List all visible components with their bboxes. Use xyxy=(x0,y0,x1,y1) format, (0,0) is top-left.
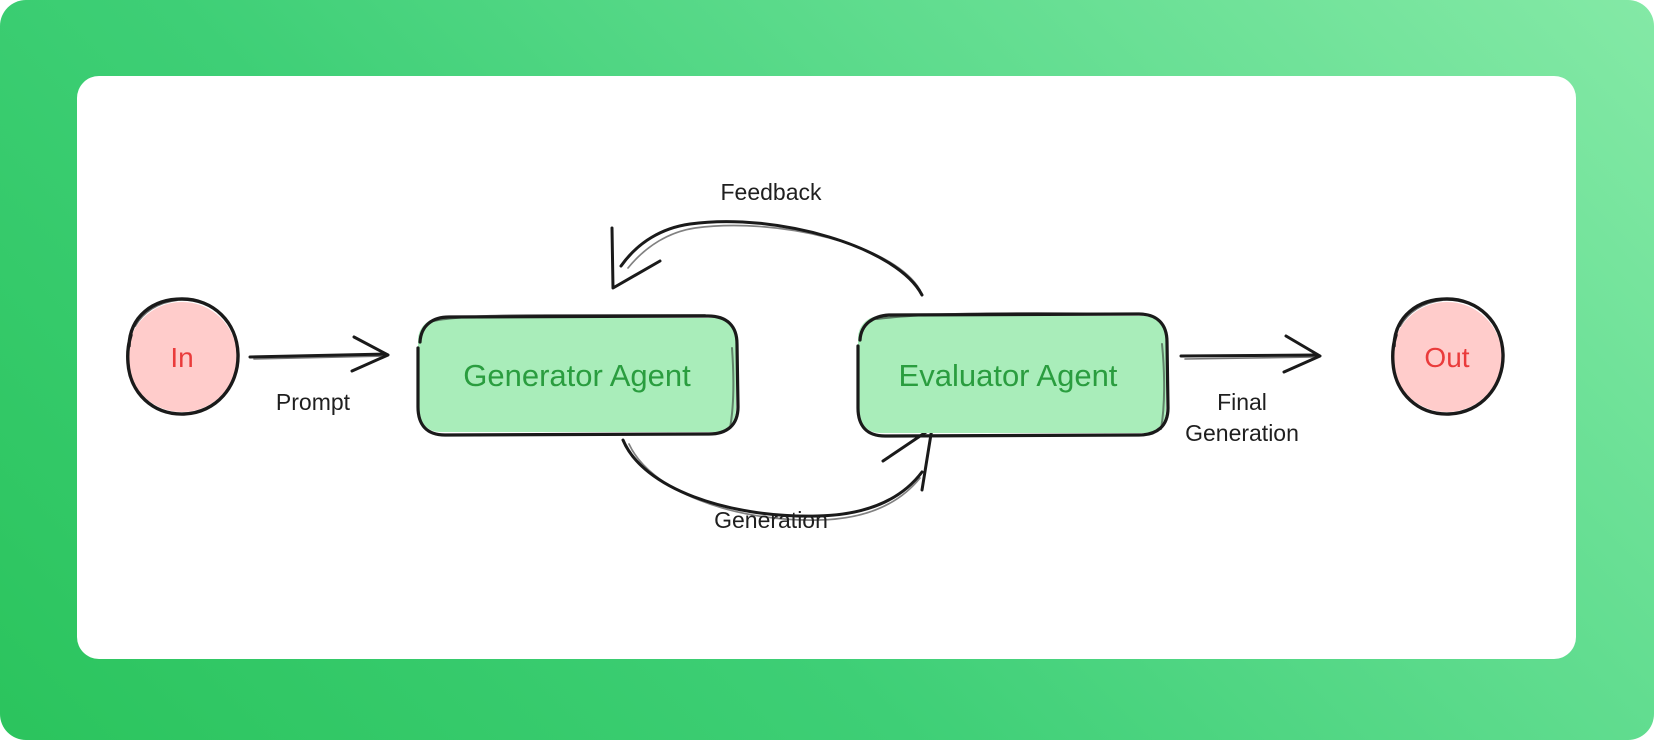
edge-label-prompt: Prompt xyxy=(276,389,351,415)
edge-label-final-line2: Generation xyxy=(1185,420,1299,446)
edge-in-to-generator-line-sketch xyxy=(253,355,384,360)
edge-evaluator-to-out: Final Generation xyxy=(1179,334,1322,446)
edge-feedback-arrowhead xyxy=(610,226,662,290)
node-evaluator-outline-sketch-right xyxy=(1160,343,1166,430)
node-generator[interactable]: Generator Agent xyxy=(416,314,740,437)
flowchart-diagram: In Prompt Generator Agent xyxy=(77,76,1576,659)
edge-generation-curve xyxy=(621,438,924,518)
edge-in-to-generator-arrowhead xyxy=(350,335,390,373)
node-evaluator-shape xyxy=(858,316,1166,433)
node-generator-label: Generator Agent xyxy=(463,358,691,393)
edge-generation-curve-sketch xyxy=(628,443,921,521)
node-generator-outline-sketch-top xyxy=(432,314,706,322)
node-out-label: Out xyxy=(1424,342,1469,373)
node-in-outline-sketch xyxy=(133,298,179,328)
node-out-outline-sketch xyxy=(1398,298,1444,328)
edge-in-to-generator: Prompt xyxy=(248,335,390,415)
edge-in-to-generator-line xyxy=(248,352,387,359)
edge-label-generation: Generation xyxy=(714,507,828,533)
edge-evaluator-to-generator: Feedback xyxy=(610,179,924,297)
node-out[interactable]: Out xyxy=(1391,297,1505,416)
edge-evaluator-to-out-arrowhead xyxy=(1282,334,1322,374)
node-evaluator-outline xyxy=(856,312,1170,438)
node-evaluator[interactable]: Evaluator Agent xyxy=(856,311,1170,438)
node-in-shape xyxy=(127,302,237,412)
edge-evaluator-to-out-line xyxy=(1179,353,1319,358)
edge-label-feedback: Feedback xyxy=(720,179,822,205)
edge-feedback-curve xyxy=(619,220,924,297)
edge-generator-to-evaluator: Generation xyxy=(621,426,934,533)
edge-feedback-curve-sketch xyxy=(627,224,921,291)
diagram-card: In Prompt Generator Agent xyxy=(77,76,1576,659)
edge-label-final-line1: Final xyxy=(1217,389,1267,415)
node-generator-outline xyxy=(416,314,740,437)
node-generator-shape xyxy=(418,318,736,432)
edge-evaluator-to-out-line-sketch xyxy=(1184,356,1316,360)
node-in-label: In xyxy=(170,342,193,373)
node-out-shape xyxy=(1392,302,1502,412)
node-evaluator-label: Evaluator Agent xyxy=(899,358,1118,393)
node-evaluator-outline-sketch-top xyxy=(876,311,1138,320)
node-generator-outline-sketch-right xyxy=(729,347,735,429)
node-in[interactable]: In xyxy=(126,297,240,416)
